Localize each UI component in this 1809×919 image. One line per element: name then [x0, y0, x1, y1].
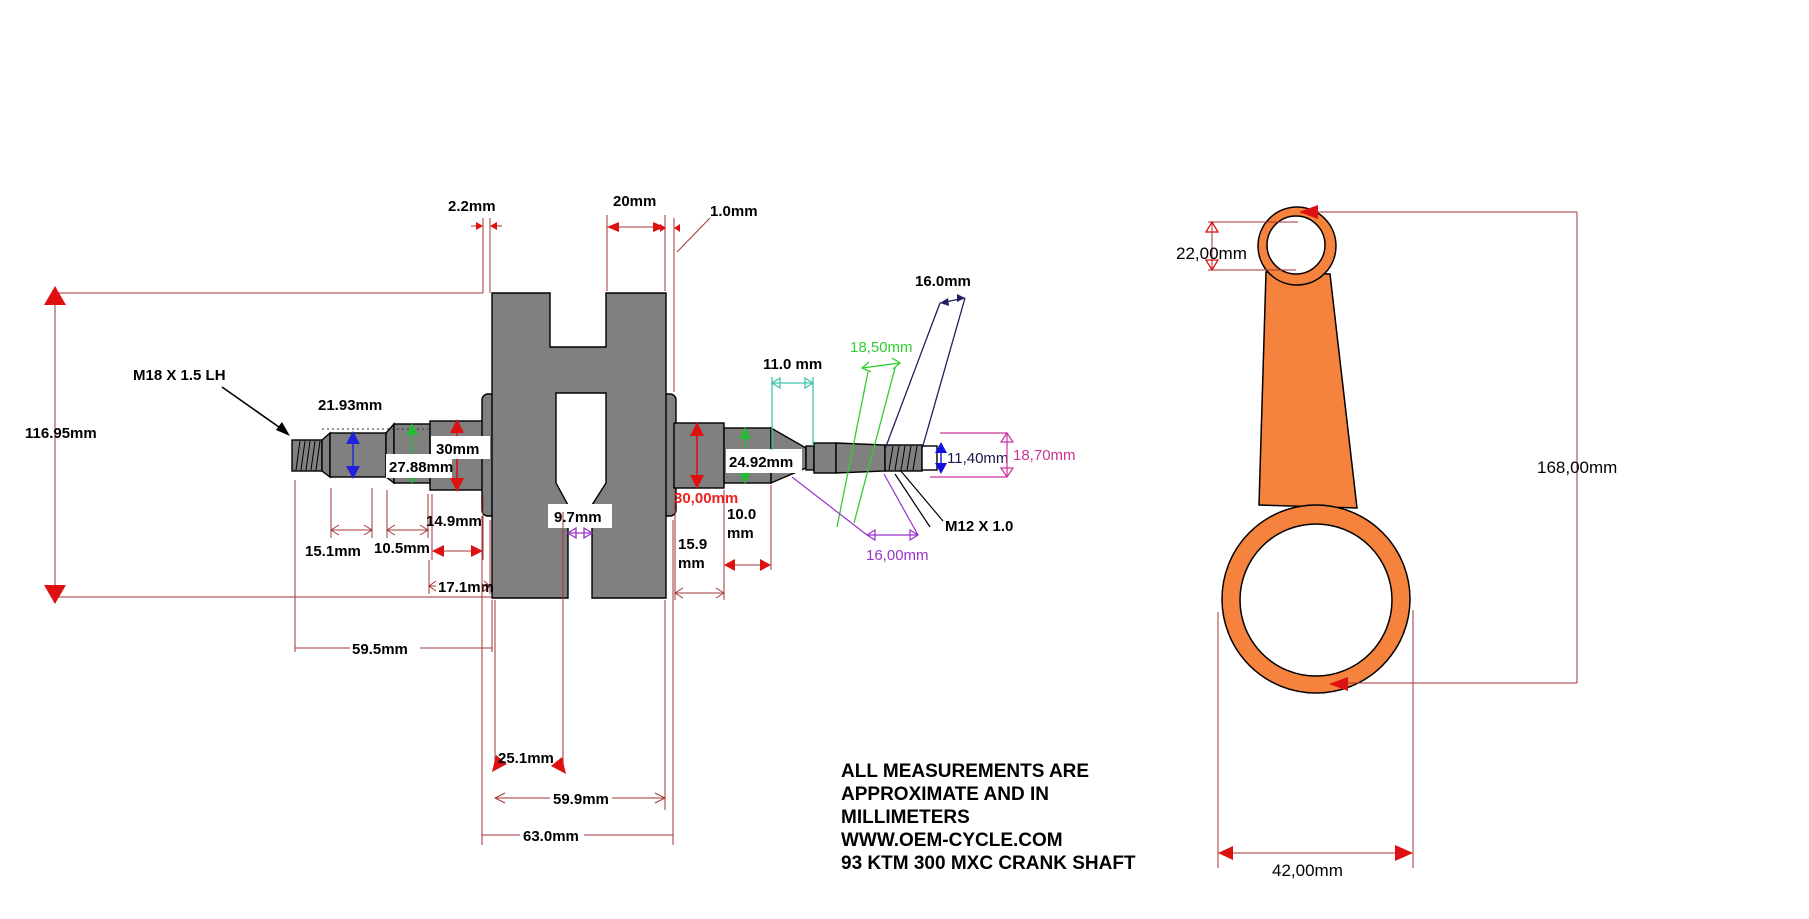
- dim-right-inner-dia-label: 30,00mm: [674, 490, 738, 507]
- rod-shank: [1258, 271, 1358, 509]
- rod-small-end-bore: [1266, 215, 1326, 275]
- right-collar: [813, 442, 837, 474]
- dim-right-taper-dia-label: 18,50mm: [850, 339, 913, 356]
- dim-left-inner-len: 14.9mm: [426, 494, 484, 560]
- dim-right-taper-len: 11.0 mm: [763, 356, 822, 450]
- dim-right-mid-len: 10.0 mm: [724, 485, 772, 571]
- dim-right-end-dia: 18,70mm: [930, 431, 1076, 479]
- dim-right-taper-len-label: 11.0 mm: [763, 356, 822, 373]
- dim-right-mid-len-unit: mm: [727, 525, 754, 542]
- dim-small-end-bore: 22,00mm: [1176, 220, 1298, 272]
- dim-right-end-dia-label: 18,70mm: [1013, 447, 1076, 464]
- crank-web: [491, 292, 667, 599]
- dim-left-mid-dia-label: 27.88mm: [389, 459, 453, 476]
- dim-left-journal-dia: 21.93mm: [318, 397, 382, 479]
- dim-web-lip-right: 1.0mm: [660, 203, 758, 392]
- dim-right-tip-dia: 11,40mm: [935, 442, 1008, 474]
- dim-right-tip-dia-label: 11,40mm: [947, 450, 1008, 467]
- dim-right-inner-len-label: 15.9: [678, 536, 707, 553]
- dim-big-end-bore: 42,00mm: [1217, 610, 1414, 880]
- dim-web-offset-label: 25.1mm: [498, 750, 554, 767]
- dim-left-inner-len2-label: 17.1mm: [438, 579, 494, 596]
- dim-right-taper-dia: 18,50mm: [836, 339, 913, 528]
- notes-block: ALL MEASUREMENTS ARE APPROXIMATE AND IN …: [841, 761, 1136, 874]
- dim-right-inner-dia: 30,00mm: [674, 422, 738, 507]
- dim-left-inner-len-label: 14.9mm: [426, 513, 482, 530]
- note-line-2: APPROXIMATE AND IN: [841, 784, 1049, 805]
- dim-web-lip-left: 2.2mm: [448, 198, 502, 293]
- note-line-1: ALL MEASUREMENTS ARE: [841, 761, 1089, 782]
- dim-left-shaft-len: 59.5mm: [294, 480, 493, 658]
- dim-left-journal-len: 15.1mm: [305, 488, 373, 560]
- dim-top-notch-label: 20mm: [613, 193, 656, 210]
- dim-slot-width-label: 9.7mm: [554, 509, 602, 526]
- dim-left-mid-len-label: 10.5mm: [374, 540, 430, 557]
- right-thread-hatching: [888, 445, 918, 471]
- dim-overall-height-label: 116.95mm: [25, 425, 97, 442]
- dim-web-lip-left-label: 2.2mm: [448, 198, 496, 215]
- dim-left-inner-dia: 30mm: [431, 419, 490, 492]
- right-cone: [835, 442, 886, 474]
- dim-right-thread-section-label: 16,00mm: [866, 547, 929, 564]
- dim-right-thread-section: 16,00mm: [791, 473, 929, 564]
- dim-web-offset: 25.1mm: [492, 512, 566, 774]
- dim-small-end-bore-label: 22,00mm: [1176, 244, 1247, 263]
- dim-big-end-bore-label: 42,00mm: [1272, 861, 1343, 880]
- dim-left-shaft-len-label: 59.5mm: [352, 641, 408, 658]
- note-line-3: MILLIMETERS: [841, 807, 970, 828]
- dim-web-full-width-label: 63.0mm: [523, 828, 579, 845]
- dim-right-thread-len: 16.0mm: [884, 273, 971, 450]
- dim-left-inner-dia-label: 30mm: [436, 441, 479, 458]
- dim-left-thread-callout: M18 X 1.5 LH: [133, 367, 290, 436]
- dim-rod-length: 168,00mm: [1299, 205, 1617, 691]
- dim-overall-height: 116.95mm: [25, 286, 492, 604]
- dim-left-journal-dia-label: 21.93mm: [318, 397, 382, 414]
- left-thread-hatching: [295, 440, 321, 471]
- dim-top-notch: 20mm: [606, 193, 666, 291]
- dim-left-inner-len2: 17.1mm: [428, 520, 494, 596]
- dim-right-mid-dia-label: 24.92mm: [729, 454, 793, 471]
- dim-rod-length-label: 168,00mm: [1537, 458, 1617, 477]
- dim-right-inner-len-unit: mm: [678, 555, 705, 572]
- dim-web-width: 59.9mm: [493, 600, 667, 810]
- connecting-rod: [1221, 206, 1411, 694]
- right-groove: [805, 445, 815, 471]
- left-journal-21-93: [329, 432, 387, 478]
- dim-right-thread-len-label: 16.0mm: [915, 273, 971, 290]
- dim-right-thread-callout: M12 X 1.0: [894, 469, 1013, 535]
- left-taper-1: [321, 431, 331, 479]
- note-line-5: 93 KTM 300 MXC CRANK SHAFT: [841, 853, 1136, 874]
- dim-right-mid-len-label: 10.0: [727, 506, 756, 523]
- dim-right-mid-dia: 24.92mm: [726, 427, 802, 484]
- left-thread-label: M18 X 1.5 LH: [133, 367, 226, 384]
- note-line-4: WWW.OEM-CYCLE.COM: [841, 830, 1063, 851]
- dim-left-mid-len: 10.5mm: [374, 490, 430, 557]
- dim-web-lip-right-label: 1.0mm: [710, 203, 758, 220]
- dim-web-width-label: 59.9mm: [553, 791, 609, 808]
- right-thread-label: M12 X 1.0: [945, 518, 1013, 535]
- rod-big-end-bore: [1239, 523, 1393, 677]
- right-tip: [921, 445, 938, 471]
- dim-slot-width: 9.7mm: [548, 504, 612, 540]
- dim-right-inner-len: 15.9 mm: [674, 490, 725, 600]
- dim-web-full-width: 63.0mm: [481, 520, 674, 845]
- dim-left-journal-len-label: 15.1mm: [305, 543, 361, 560]
